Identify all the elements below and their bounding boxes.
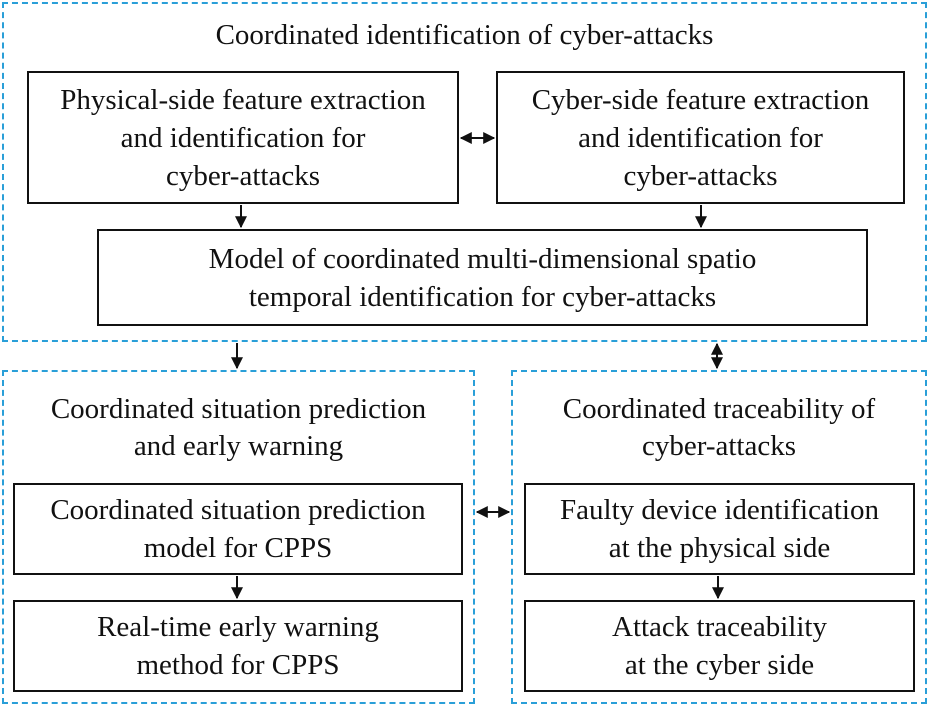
physical-feature-box: Physical-side feature extraction and ide…: [27, 71, 459, 204]
prediction-group: [2, 370, 475, 704]
prediction-group-title: Coordinated situation prediction and ear…: [50, 393, 427, 462]
early-warning-method-box: Real-time early warning method for CPPS: [13, 600, 463, 692]
traceability-group: [511, 370, 927, 704]
attack-traceability-box: Attack traceability at the cyber side: [524, 600, 915, 692]
situation-prediction-model-box: Coordinated situation prediction model f…: [13, 483, 463, 575]
identification-group: [2, 2, 927, 342]
faulty-device-identification-box: Faulty device identification at the phys…: [524, 483, 915, 575]
spatiotemporal-model-box: Model of coordinated multi-dimensional s…: [97, 229, 868, 326]
traceability-group-title: Coordinated traceability of cyber-attack…: [562, 393, 876, 462]
cyber-feature-box: Cyber-side feature extraction and identi…: [496, 71, 905, 204]
identification-group-title: Coordinated identification of cyber-atta…: [215, 19, 714, 51]
